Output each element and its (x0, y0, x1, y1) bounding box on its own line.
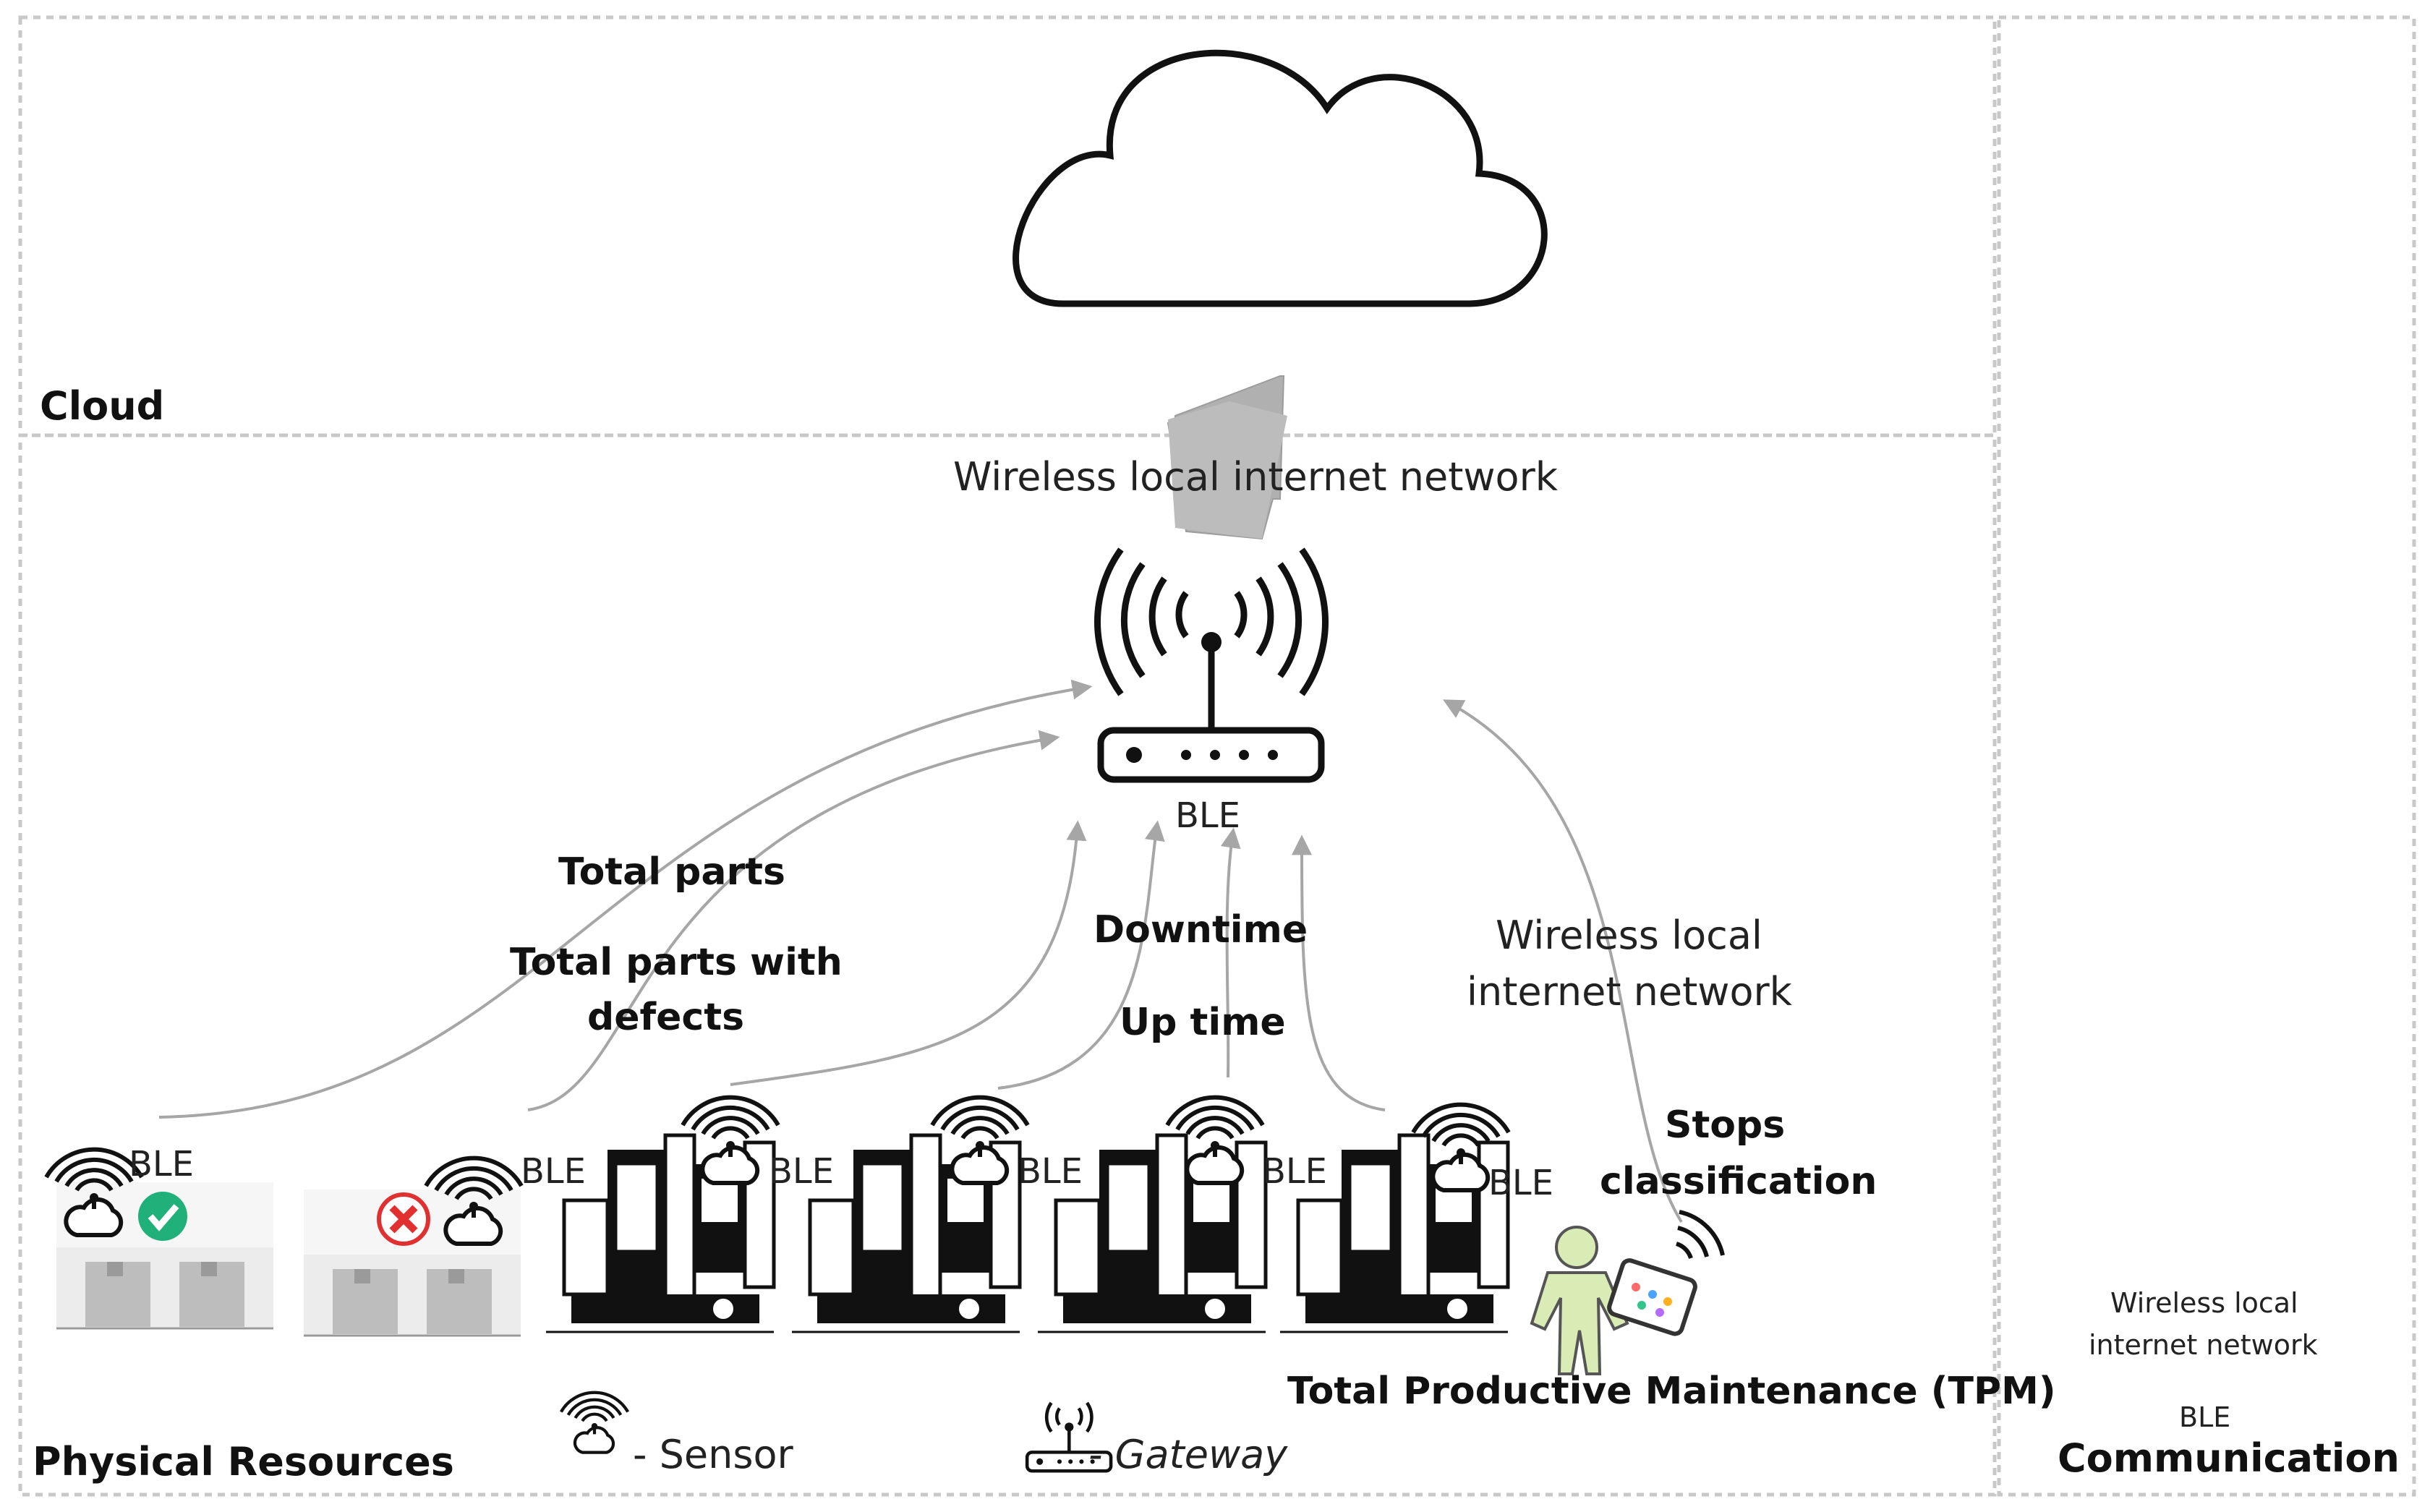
ok-check-icon (138, 1192, 187, 1241)
gateway-icon (1094, 547, 1329, 783)
stops-label-line1: Stops (1665, 1103, 1786, 1147)
legend-gateway-text: - Gateway (1088, 1432, 1288, 1477)
flow-arrow-machine-1 (730, 820, 1087, 1086)
flow-arrow-machine-3 (1220, 827, 1241, 1078)
tablet-link-label-line2: internet network (1467, 969, 1792, 1015)
cloud-region-frame (18, 15, 1997, 437)
legend-gateway-icon (1025, 1401, 1113, 1473)
stops-label-line2: classification (1600, 1160, 1877, 1203)
downtime-label: Downtime (1094, 908, 1308, 952)
total-parts-defects-label-line1: Total parts with (510, 941, 843, 984)
flow-arrow-machine-4 (1292, 834, 1386, 1111)
sensor-ble-label: BLE (1262, 1151, 1327, 1192)
gateway-ble-label: BLE (1175, 795, 1240, 836)
sensor-ble-label: BLE (129, 1144, 194, 1184)
legend-sensor-label: - Sensor (633, 1432, 793, 1477)
tablet-link-label-line1: Wireless local (1496, 913, 1762, 958)
communication-region-frame (1997, 15, 2416, 1497)
legend-sensor-icon (561, 1393, 628, 1453)
tpm-label: Total Productive Maintenance (TPM) (1287, 1370, 2056, 1413)
sensor-ble-label: BLE (769, 1151, 834, 1192)
uplink-arrow-body (1168, 401, 1287, 539)
uplink-label: Wireless local internet network (953, 454, 1559, 500)
uptime-label: Up time (1120, 1001, 1286, 1044)
operator-icon (1530, 1226, 1629, 1375)
total-parts-defects-label-line2: defects (587, 996, 745, 1039)
cloud-region-label: Cloud (40, 383, 165, 429)
flow-arrow-good-parts (158, 679, 1093, 1119)
comm-panel-ble: BLE (2179, 1401, 2231, 1433)
flow-arrow-defect-parts (527, 730, 1060, 1111)
sensor-ble-label: BLE (521, 1151, 586, 1192)
tablet-icon (1607, 1258, 1697, 1336)
flow-arrow-machine-2 (997, 820, 1165, 1090)
cloud-icon (1012, 49, 1548, 307)
legend-gateway-label: - Gateway (1088, 1432, 1287, 1479)
sensor-ble-label: BLE (1018, 1151, 1083, 1192)
tablet-signal-icon (1675, 1210, 1725, 1260)
communication-region-label: Communication (2058, 1435, 2400, 1481)
physical-region-frame (18, 433, 1997, 1497)
flow-arrow-tablet (1443, 699, 1683, 1223)
comm-panel-line2: internet network (2089, 1329, 2318, 1361)
sensor-ble-label: BLE (1488, 1163, 1553, 1203)
comm-panel-line1: Wireless local (2110, 1287, 2298, 1319)
physical-region-label: Physical Resources (33, 1439, 454, 1485)
total-parts-label: Total parts (558, 850, 785, 894)
